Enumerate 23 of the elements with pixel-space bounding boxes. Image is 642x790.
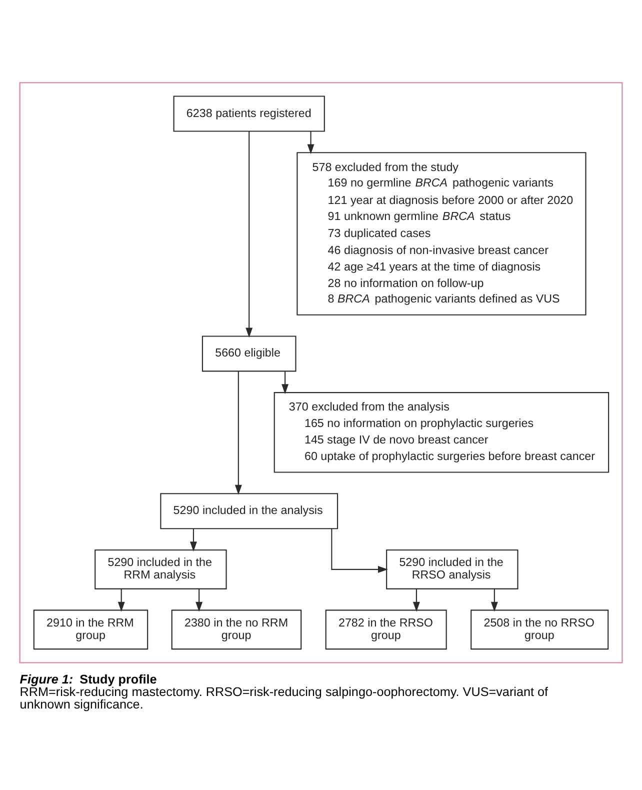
node-box: 5290 included in the RRSO analysis — [386, 548, 518, 589]
arrow — [282, 371, 289, 394]
node-box: 6238 patients registered — [173, 95, 325, 132]
node-box: 5290 included in the RRM analysis — [94, 548, 227, 589]
cluster — [19, 82, 623, 663]
node-box: 2380 in the no RRM group — [171, 609, 302, 650]
arrow — [412, 588, 420, 612]
node-box: 370 excluded from the analysis 165 no information on prophylactic surgeries 145 stage IV de novo breast cancer 60 uptake of prophylactic surgeries before breast cancer — [274, 392, 610, 472]
arrow — [190, 528, 197, 552]
node-box: 5660 eligible — [202, 335, 296, 372]
node-box: 5290 included in the analysis — [160, 492, 338, 529]
arrow — [118, 588, 125, 612]
diagram-title: Figure 1: Study profile — [20, 672, 157, 686]
node-box: 578 excluded from the study 169 no germline BRCA pathogenic variants 121 year at diagnosis before 2000 or after 2020 91 unknown germline BRCA status 73 duplicated cases 46 diagnosis of non-invasive breast cancer 42 age ≥41 years at the time of diagnosis 28 no information on follow-up 8 BRCA pathogenic variants defined as VUS — [296, 152, 586, 315]
arrow — [234, 370, 242, 494]
node-box: 2910 in the RRM group — [33, 609, 148, 650]
arrow — [490, 588, 498, 612]
arrow — [307, 130, 314, 154]
arrow — [246, 130, 253, 338]
arrow — [196, 588, 203, 612]
node-box: 2508 in the no RRSO group — [470, 609, 609, 650]
node-box: 2782 in the RRSO group — [325, 609, 447, 650]
arrow — [331, 528, 388, 572]
